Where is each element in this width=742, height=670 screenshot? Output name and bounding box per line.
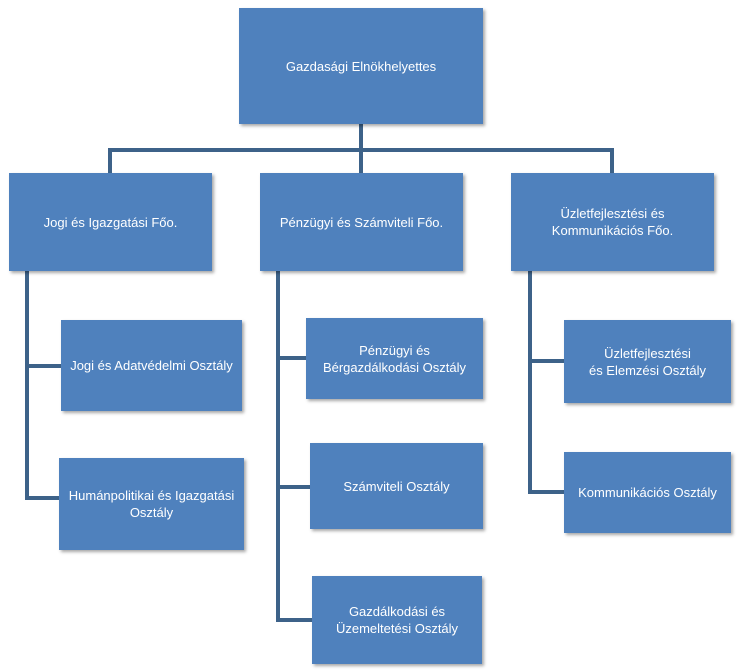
unit-label: Üzletfejlesztési és Elemzési Osztály — [588, 345, 707, 378]
dept-label: Üzletfejlesztési és Kommunikációs Főo. — [551, 206, 674, 238]
dept-box-business: Üzletfejlesztési és Kommunikációs Főo. — [511, 173, 714, 271]
unit-label: Pénzügyi és Bérgazdálkodási Osztály — [322, 342, 467, 375]
root-label: Gazdasági Elnökhelyettes — [285, 58, 437, 74]
unit-box: Számviteli Osztály — [310, 443, 483, 529]
unit-box: Humánpolitikai és Igazgatási Osztály — [59, 458, 244, 550]
dept-box-legal: Jogi és Igazgatási Főo. — [9, 173, 212, 271]
unit-label: Kommunikációs Osztály — [578, 485, 717, 500]
unit-box: Pénzügyi és Bérgazdálkodási Osztály — [306, 318, 483, 399]
unit-label: Jogi és Adatvédelmi Osztály — [70, 358, 233, 373]
dept-label: Jogi és Igazgatási Főo. — [43, 214, 178, 230]
unit-box: Jogi és Adatvédelmi Osztály — [61, 320, 242, 411]
unit-label: Humánpolitikai és Igazgatási Osztály — [68, 488, 235, 520]
root-box: Gazdasági Elnökhelyettes — [239, 8, 483, 124]
unit-box: Gazdálkodási és Üzemeltetési Osztály — [312, 576, 482, 664]
unit-box: Üzletfejlesztési és Elemzési Osztály — [564, 320, 731, 403]
dept-label: Pénzügyi és Számviteli Főo. — [279, 214, 444, 230]
unit-label: Gazdálkodási és Üzemeltetési Osztály — [335, 604, 459, 636]
dept-box-finance: Pénzügyi és Számviteli Főo. — [260, 173, 463, 271]
unit-label: Számviteli Osztály — [343, 478, 450, 494]
unit-box: Kommunikációs Osztály — [564, 452, 731, 533]
